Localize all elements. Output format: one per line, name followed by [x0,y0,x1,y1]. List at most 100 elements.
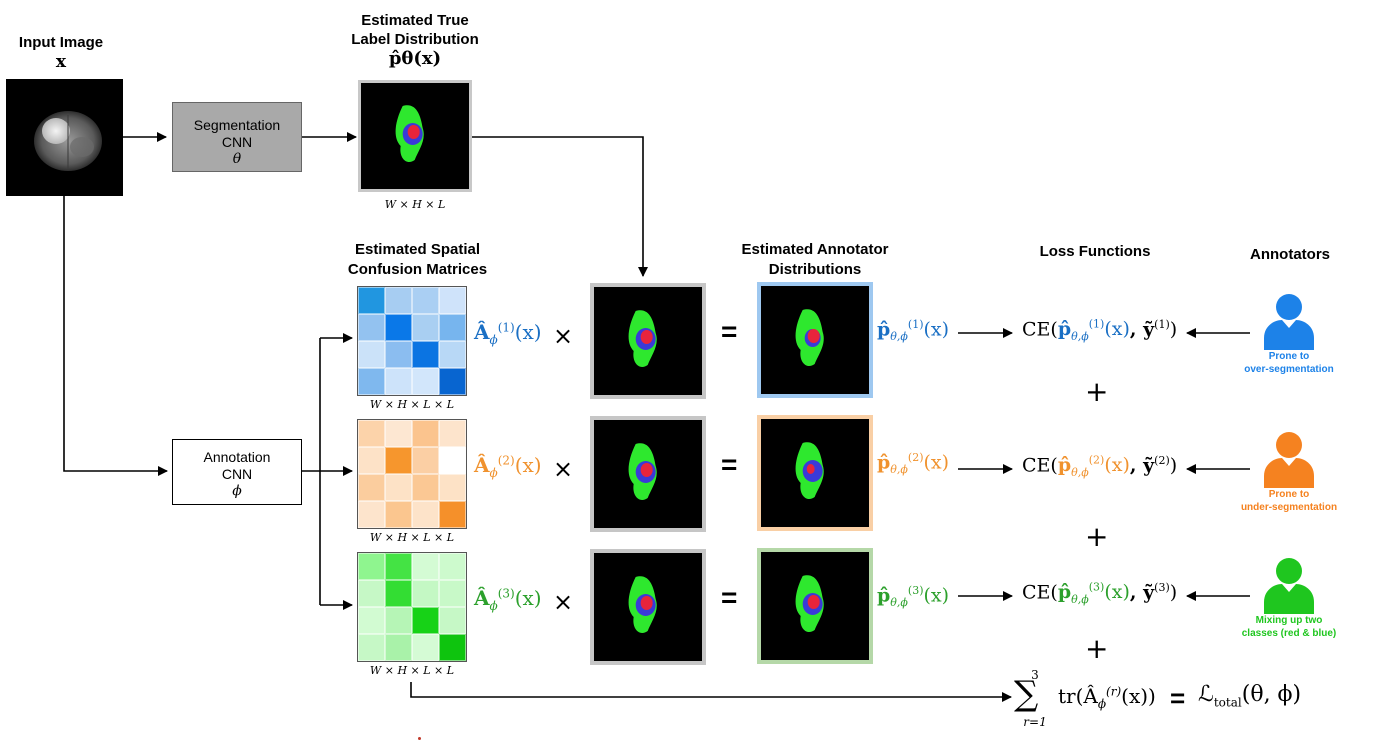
person-body [1264,320,1314,350]
annotator-dist-symbol-3: p̂θ,ϕ(3)(x) [877,584,949,609]
product-true-label-3 [590,549,706,665]
annotator-distribution-1 [757,282,873,398]
matrix-cell [385,341,412,368]
matrix-cell [439,607,466,634]
ce-y: , ỹ [1129,454,1155,477]
matrix-cell [358,580,385,607]
total-trace-sub: ϕ [1097,697,1107,711]
person-icon [1264,558,1314,614]
ce-y-sup: (1) [1154,318,1170,331]
segmentation-cnn-block: Segmentation CNN θ [172,102,302,172]
matrix-cell [412,287,439,314]
p-base: p̂ [877,584,891,607]
matrix-cell [385,553,412,580]
ce-p: p̂ [1057,454,1072,477]
total-sum-symbol: ∑ [1014,674,1039,714]
confusion-title-line2: Confusion Matrices [347,261,488,278]
matrix-cell [439,580,466,607]
p-args: (x) [923,318,950,341]
ce-loss-1: CE(p̂θ,ϕ(1)(x), ỹ(1)) [1022,318,1177,343]
ce-p: p̂ [1057,581,1072,604]
matrix-cell [412,420,439,447]
confusion-dims-3: W × H × L × L [369,664,455,677]
brain-scan-icon [34,111,102,171]
matrix-cell [439,553,466,580]
matrix-cell [439,634,466,661]
product-true-label-1 [590,283,706,399]
segmentation-mask-icon [628,576,657,634]
input-mri-image [6,79,123,196]
ce-loss-2: CE(p̂θ,ϕ(2)(x), ỹ(2)) [1022,454,1177,479]
person-head [1276,432,1302,458]
p-base: p̂ [877,451,891,474]
total-trace-sup: (r) [1106,684,1122,699]
p-sub: θ,ϕ [890,463,908,477]
A-args: (x) [514,320,542,344]
segmentation-cnn-param: θ [232,151,242,167]
true-label-title-line1: Estimated True [361,12,469,29]
equals-sign-2: = [721,449,738,480]
ce-p-sub: θ,ϕ [1071,466,1089,480]
times-sign-2: × [553,455,574,483]
annotators-title: Annotators [1250,246,1330,263]
matrix-cell [439,368,466,395]
total-sum-lower: r=1 [1023,715,1047,729]
confusion-matrix-1 [357,286,467,396]
mask-enhancing-region [807,329,820,343]
annotator-note-line1-3: Mixing up two [1255,615,1323,626]
mask-enhancing-region [807,595,820,609]
A-sup: (2) [497,453,515,468]
mask-enhancing-region [407,125,420,139]
true-label-image [358,80,472,192]
confusion-matrix-2 [357,419,467,529]
total-sum-upper: 3 [1031,668,1039,682]
ce-y-sup: (3) [1154,581,1170,594]
matrix-cell [385,474,412,501]
matrix-cell [385,314,412,341]
person-collar [1282,584,1296,592]
matrix-cell [358,447,385,474]
matrix-cell [385,368,412,395]
segmentation-mask-icon [395,105,424,163]
p-args: (x) [923,584,950,607]
ce-p-sup: (3) [1088,581,1105,594]
times-sign-3: × [553,588,574,616]
annotation-cnn-line2: CNN [221,466,253,482]
matrix-cell [439,287,466,314]
arrow-input-to-annotation [63,196,168,476]
segmentation-mask-icon [628,443,657,501]
A-args: (x) [514,586,542,610]
mask-enhancing-region [640,330,653,344]
matrix-cell [439,314,466,341]
total-loss-rhs: ℒtotal(θ, ϕ) [1198,682,1301,709]
A-sub: ϕ [489,599,498,613]
times-sign-1: × [553,322,574,350]
confusion-dims-1: W × H × L × L [369,398,455,411]
p-sup: (3) [907,584,924,597]
matrix-cell [358,314,385,341]
matrix-cell [412,580,439,607]
person-collar [1282,458,1296,466]
matrix-cell [439,501,466,528]
true-label-symbol: p̂θ(x) [388,48,442,69]
matrix-cell [358,634,385,661]
A-base: Â [474,453,490,477]
annotator-note-line2-3: classes (red & blue) [1241,628,1337,639]
matrix-cell [358,368,385,395]
matrix-cell [385,607,412,634]
person-collar [1282,320,1296,328]
matrix-cell [412,341,439,368]
ce-close: ) [1169,454,1178,477]
annotator-dist-symbol-2: p̂θ,ϕ(2)(x) [877,451,949,476]
plus-sign-1: + [1085,375,1109,408]
annotator-dist-symbol-1: p̂θ,ϕ(1)(x) [877,318,949,343]
ce-close: ) [1169,581,1178,604]
total-trace-term: tr(Âϕ(r)(x)) [1058,684,1156,711]
person-head [1276,558,1302,584]
annotator-3 [1262,556,1316,614]
p-base: p̂ [877,318,891,341]
matrix-cell [385,501,412,528]
A-base: Â [474,320,490,344]
matrix-cell [412,474,439,501]
